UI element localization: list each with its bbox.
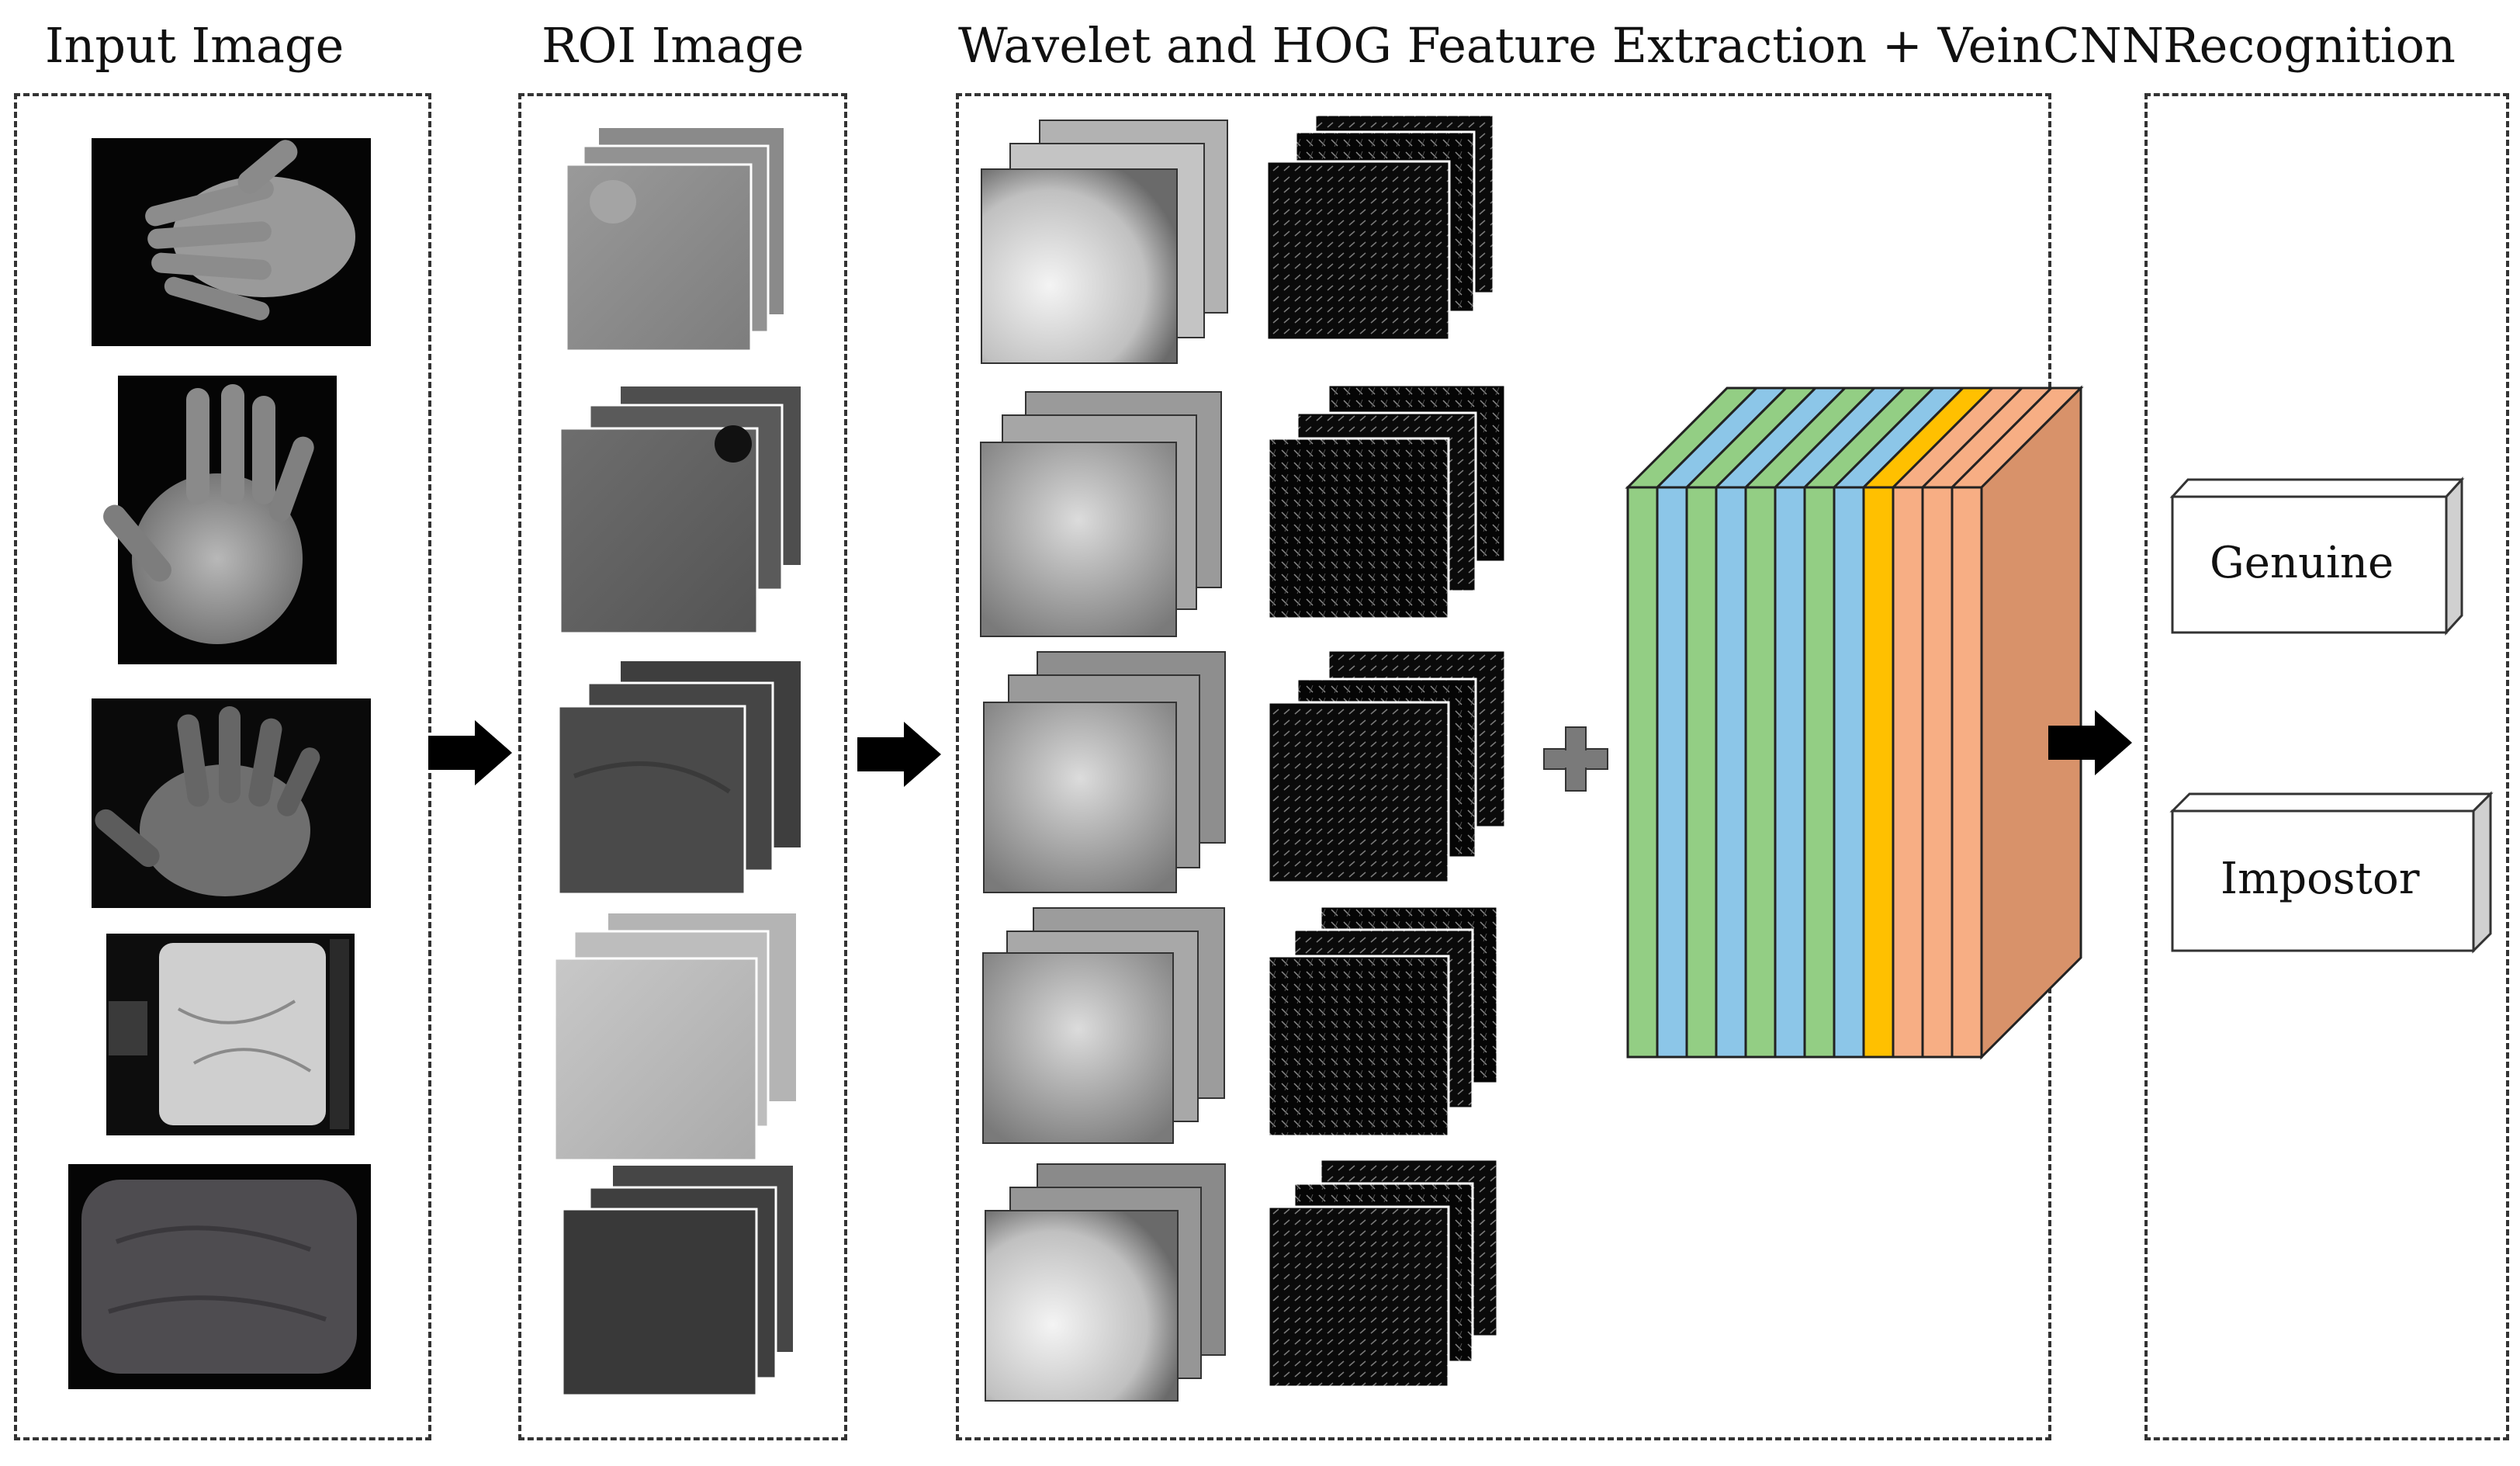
wavelet-stack-3 [983,651,1226,893]
impostor-box [2169,791,2494,954]
hog-stack-3 [1267,649,1507,884]
genuine-box [2169,477,2465,636]
cnn-layer [1715,486,1747,1059]
wavelet-stack-5 [985,1163,1226,1402]
impostor-label: Impostor [2221,854,2420,904]
cnn-layer [1862,486,1895,1059]
wavelet-stack-2 [980,391,1222,637]
plus-icon [1543,726,1608,792]
hog-stack-1 [1265,113,1495,341]
hog-stack-2 [1267,383,1507,620]
input-image-1 [92,138,371,346]
input-image-5 [68,1164,371,1389]
right-arrow-icon [2048,710,2132,775]
cnn-layer [1774,486,1806,1059]
roi-stack-1 [565,128,784,352]
cnn-layer [1833,486,1865,1059]
cnn-layer [1803,486,1836,1059]
right-arrow-icon [857,722,941,787]
hog-stack-4 [1267,905,1499,1138]
input-image-3 [92,698,371,908]
wavelet-stack-1 [981,120,1228,364]
cnn-block-side-face [1980,385,2082,1060]
cnn-layer [1921,486,1954,1059]
cnn-layer [1744,486,1777,1059]
roi-stack-4 [553,913,796,1162]
cnn-layer [1685,486,1718,1059]
input-image-2 [103,376,337,664]
cnn-layer [1656,486,1688,1059]
title-feature-extraction: Wavelet and HOG Feature Extraction + Vei… [958,17,2165,74]
wavelet-stack-4 [982,907,1225,1144]
input-image-4 [106,934,355,1135]
cnn-layer [1951,486,1983,1059]
roi-stack-3 [557,661,801,896]
title-input-image: Input Image [45,17,344,74]
right-arrow-icon [428,720,512,785]
cnn-layer [1892,486,1924,1059]
roi-stack-5 [561,1166,793,1397]
panel-roi-images [518,93,847,1440]
hog-stack-5 [1267,1158,1499,1388]
veincnn-block [1625,385,2084,1060]
cnn-layer [1626,486,1659,1059]
panel-recognition [2144,93,2509,1440]
roi-stack-2 [559,386,801,635]
genuine-label: Genuine [2210,538,2394,588]
title-recognition: Recognition [2163,17,2456,74]
title-roi-image: ROI Image [542,17,805,74]
